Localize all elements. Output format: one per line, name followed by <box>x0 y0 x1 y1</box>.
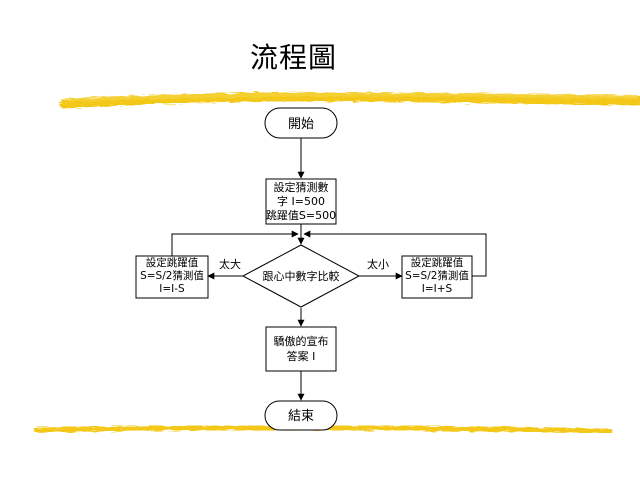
end-node: 結束 <box>264 400 338 431</box>
right-adjust-node: 設定跳躍值 S=S/2猜測值 I=I+S <box>401 255 473 299</box>
right-line-2: S=S/2猜測值 <box>405 269 469 282</box>
edge-label-too-small: 太小 <box>367 258 389 271</box>
init-line-1: 設定猜測數 <box>274 180 329 194</box>
decision-label: 跟心中數字比較 <box>263 269 340 283</box>
init-line-2: 字 I=500 <box>277 194 325 208</box>
slide-title: 流程圖 <box>250 41 338 74</box>
connectors <box>171 138 487 401</box>
decision-node: 跟心中數字比較 <box>241 244 361 308</box>
result-line-1: 驕傲的宣布 <box>274 334 329 348</box>
highlighter-stroke-top <box>59 92 640 109</box>
start-label: 開始 <box>288 117 314 132</box>
left-line-3: I=I-S <box>159 283 185 295</box>
left-line-2: S=S/2猜測值 <box>140 269 204 282</box>
init-node: 設定猜測數 字 I=500 跳躍值S=500 <box>265 178 337 225</box>
start-node: 開始 <box>264 107 338 139</box>
end-label: 結束 <box>288 409 314 424</box>
left-line-1: 設定跳躍值 <box>146 256 199 269</box>
edge-label-too-big: 太大 <box>219 257 241 271</box>
result-line-2: 答案 I <box>287 349 316 363</box>
edge-right-loopback <box>303 230 487 277</box>
edge-left-loopback <box>171 230 299 256</box>
left-adjust-node: 設定跳躍值 S=S/2猜測值 I=I-S <box>135 255 209 299</box>
result-node: 驕傲的宣布 答案 I <box>265 326 337 372</box>
init-line-3: 跳躍值S=500 <box>266 208 336 222</box>
right-line-1: 設定跳躍值 <box>411 256 464 269</box>
right-line-3: I=I+S <box>422 283 453 295</box>
highlighter-stroke-bottom <box>33 425 613 434</box>
